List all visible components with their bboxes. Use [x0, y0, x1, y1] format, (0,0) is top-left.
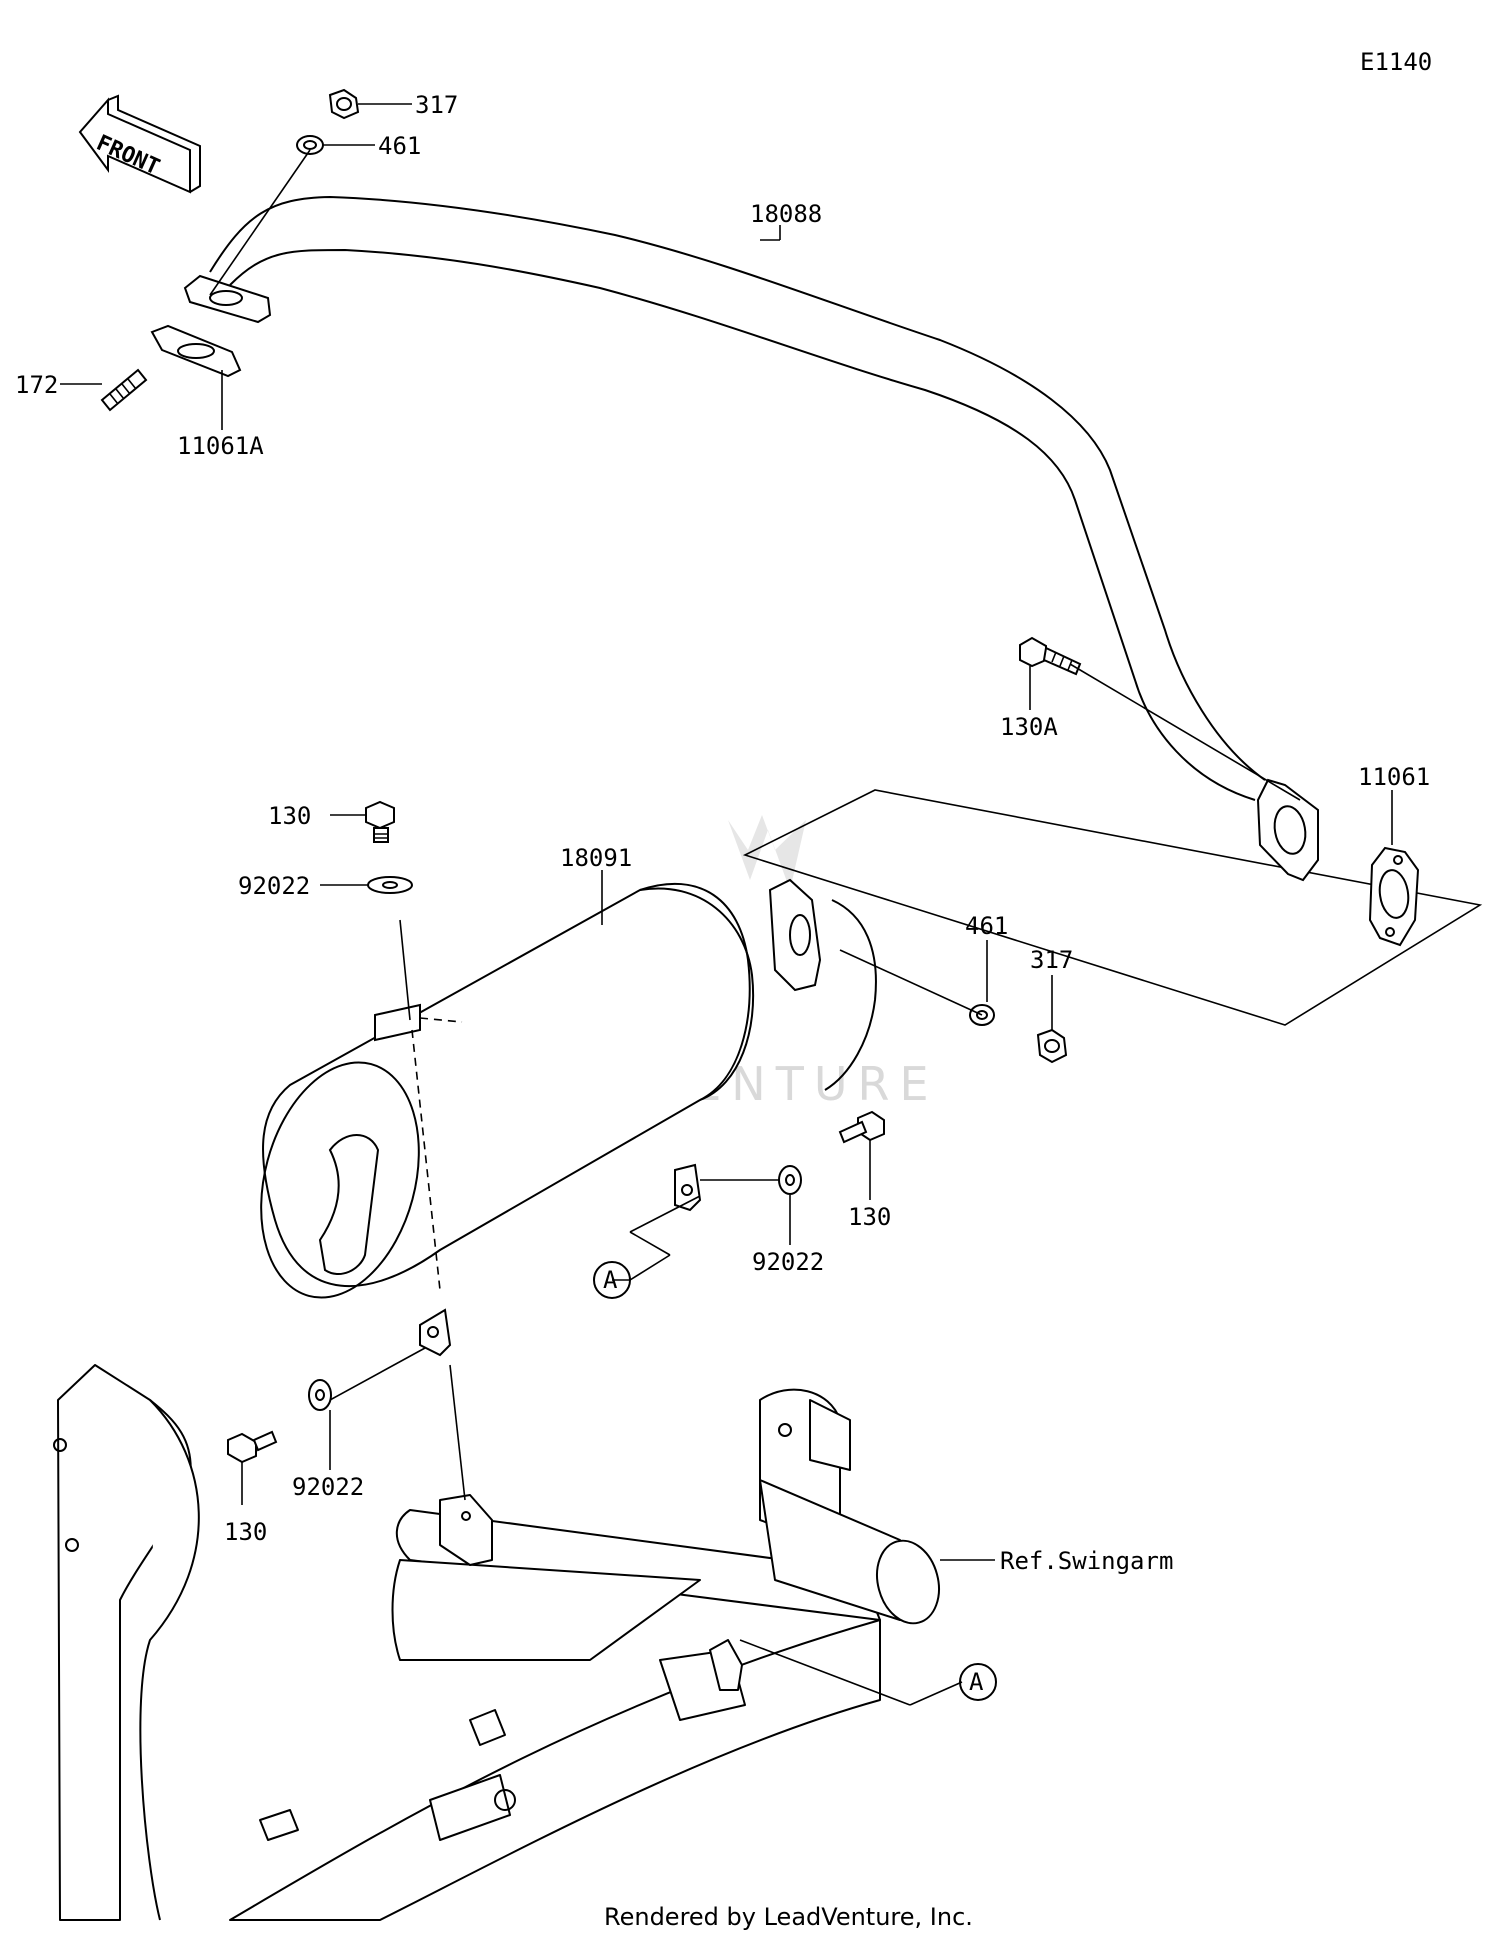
- front-arrow-label: FRONT: [93, 131, 164, 181]
- muffler-inlet-flange: [768, 878, 822, 992]
- callout-317-right: 317: [1030, 946, 1073, 974]
- callout-461-top: 461: [378, 132, 421, 160]
- bolt-130-top: [365, 800, 395, 843]
- washer-92022-right: [778, 1165, 802, 1195]
- callout-92022-left: 92022: [292, 1473, 364, 1501]
- callout-172: 172: [15, 371, 58, 399]
- diagram-code: E1140: [1360, 48, 1432, 76]
- pipe-rear-flange: [1256, 778, 1319, 882]
- ref-a-lower-circle: A: [959, 1663, 997, 1701]
- rendered-by-footer: Rendered by LeadVenture, Inc.: [604, 1903, 973, 1931]
- callout-18088: 18088: [750, 200, 822, 228]
- callout-130-right: 130: [848, 1203, 891, 1231]
- muffler-18091: [260, 878, 877, 1357]
- nut-317-right: [1036, 1028, 1068, 1064]
- callout-130-left: 130: [224, 1518, 267, 1546]
- callout-461-right: 461: [965, 912, 1008, 940]
- callout-11061a: 11061A: [177, 432, 264, 460]
- bolt-130-left: [227, 1430, 278, 1464]
- washer-92022-left: [308, 1379, 332, 1411]
- ref-a-upper-label: A: [603, 1266, 618, 1294]
- callout-92022-right: 92022: [752, 1248, 824, 1276]
- ref-a-upper-circle: A: [593, 1261, 631, 1299]
- callout-ref-swingarm: Ref.Swingarm: [1000, 1547, 1173, 1575]
- exhaust-pipe-18088: [183, 195, 1319, 882]
- callout-18091: 18091: [560, 844, 632, 872]
- bolt-130a: [1019, 636, 1082, 676]
- swingarm-pivot-tube: [876, 1539, 940, 1625]
- callout-92022-top: 92022: [238, 872, 310, 900]
- nut-317-top: [328, 88, 360, 120]
- leader-lines: [60, 103, 1393, 1706]
- stud-172: [100, 368, 148, 412]
- gasket-alignment-box: [742, 789, 1483, 1026]
- front-arrow-icon: FRONT: [78, 94, 201, 194]
- callout-130a: 130A: [1000, 713, 1058, 741]
- muffler-bottom-tab: [419, 1308, 452, 1357]
- muffler-outlet-pipe: [318, 1134, 380, 1275]
- pipe-front-flange: [183, 274, 272, 324]
- bolt-130-right: [838, 1110, 885, 1144]
- gasket-11061: [1368, 846, 1420, 947]
- frame-swingarm-reference: [53, 1364, 940, 1921]
- callout-317-top: 317: [415, 91, 458, 119]
- washer-92022-top: [367, 876, 413, 894]
- callout-130-top: 130: [268, 802, 311, 830]
- callout-11061: 11061: [1358, 763, 1430, 791]
- ref-a-lower-label: A: [969, 1668, 984, 1696]
- gasket-11061a: [150, 324, 242, 378]
